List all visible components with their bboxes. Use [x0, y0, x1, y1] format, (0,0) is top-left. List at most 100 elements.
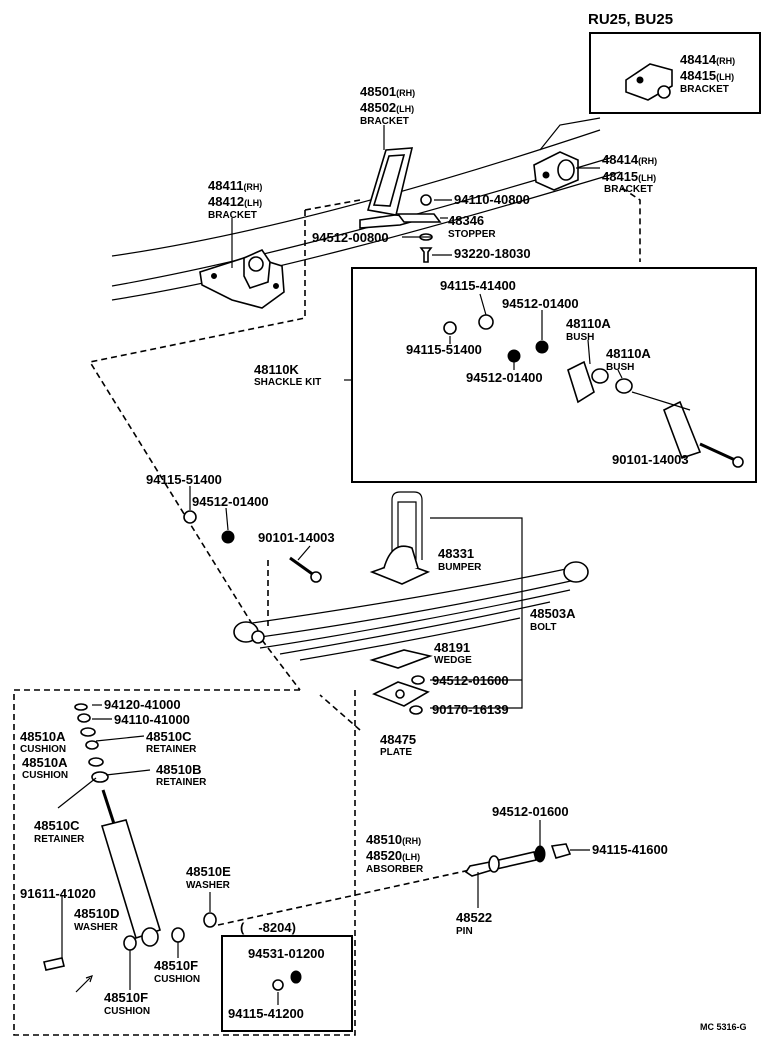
inset-washer-drawing: [290, 970, 302, 984]
svg-text:BUMPER: BUMPER: [438, 562, 482, 573]
label-washer-94512-00800: 94512-00800: [312, 230, 389, 245]
svg-text:48510D: 48510D: [74, 906, 120, 921]
svg-text:48414(RH): 48414(RH): [602, 152, 657, 167]
svg-text:48415(LH): 48415(LH): [680, 68, 734, 83]
label-washer-e: 48510E WASHER: [186, 864, 231, 891]
label-sa-nut-94120: 94120-41000: [104, 697, 181, 712]
svg-text:48503A: 48503A: [530, 606, 576, 621]
label-bracket-front: 48411(RH) 48412(LH) BRACKET: [208, 178, 262, 221]
svg-text:48412(LH): 48412(LH): [208, 194, 262, 209]
label-absorber: 48510(RH) 48520(LH) ABSORBER: [366, 832, 424, 875]
label-nut-94115-51400: 94115-51400: [146, 472, 222, 487]
label-retainer-c1: 48510C RETAINER: [146, 729, 197, 755]
svg-text:48510C: 48510C: [34, 818, 80, 833]
svg-text:SHACKLE KIT: SHACKLE KIT: [254, 377, 321, 388]
svg-text:48522: 48522: [456, 910, 492, 925]
label-kit-bolt: 90101-14003: [612, 452, 689, 467]
label-bumper: 48331 BUMPER: [438, 546, 482, 573]
washer-94512-01400-drawing: [221, 530, 235, 544]
label-u-bolt: 48503A BOLT: [530, 606, 576, 633]
svg-text:48331: 48331: [438, 546, 474, 561]
svg-text:WASHER: WASHER: [186, 880, 231, 891]
svg-text:48346: 48346: [448, 213, 484, 228]
absorber-group-frame: [13, 689, 300, 1036]
bumper-drawing: [369, 545, 431, 585]
label-cushion-f2: 48510F CUSHION: [104, 990, 150, 1017]
label-inset-nut: 94115-41200: [228, 1006, 304, 1021]
label-wedge: 48191 WEDGE: [434, 640, 472, 666]
label-plate: 48475 PLATE: [380, 732, 416, 758]
model-note: RU25, BU25: [588, 11, 673, 28]
svg-text:48510A: 48510A: [20, 729, 66, 744]
label-bracket-rear: 48414(RH) 48415(LH) BRACKET: [602, 152, 657, 195]
svg-text:RETAINER: RETAINER: [156, 777, 207, 788]
label-kit-washer-b: 94512-01400: [466, 370, 543, 385]
label-inset-washer: 94531-01200: [248, 946, 325, 961]
svg-text:48110A: 48110A: [606, 346, 651, 361]
svg-text:BRACKET: BRACKET: [680, 84, 729, 95]
svg-text:BRACKET: BRACKET: [208, 210, 257, 221]
svg-text:48510B: 48510B: [156, 762, 202, 777]
label-bolt-91611: 91611-41020: [20, 886, 96, 901]
label-bolt-90101-14003: 90101-14003: [258, 530, 335, 545]
label-bush-1: 48110A BUSH: [566, 316, 611, 343]
nut-94115-51400-drawing: [183, 510, 197, 524]
nut-94110-40800-drawing: [420, 194, 432, 206]
svg-text:ABSORBER: ABSORBER: [366, 864, 424, 875]
rear-bracket-drawing: [533, 151, 579, 191]
front-bracket-drawing: [199, 248, 285, 309]
svg-text:48520(LH): 48520(LH): [366, 848, 420, 863]
catalog-code: MC 5316-G: [700, 1022, 747, 1032]
svg-text:BRACKET: BRACKET: [604, 184, 653, 195]
inset-range: (-8204): [240, 920, 296, 935]
svg-text:48110A: 48110A: [566, 316, 611, 331]
label-pin-nut: 94115-41600: [592, 842, 668, 857]
shackle-kit-frame: [351, 267, 757, 483]
inset-bracket-drawing: [625, 63, 673, 101]
inset-frame-8204: [221, 935, 353, 1032]
svg-text:WEDGE: WEDGE: [434, 655, 472, 666]
label-retainer-c2: 48510C RETAINER: [34, 818, 85, 845]
label-pin-washer: 94512-01600: [492, 804, 569, 819]
stopper-drawing: [396, 213, 442, 223]
svg-text:STOPPER: STOPPER: [448, 229, 496, 240]
svg-text:48110K: 48110K: [254, 362, 299, 377]
label-screw-93220-18030: 93220-18030: [454, 246, 531, 261]
svg-text:BOLT: BOLT: [530, 622, 556, 633]
label-cushion-f1: 48510F CUSHION: [154, 958, 200, 985]
u-bolt-drawing: [391, 491, 423, 560]
svg-text:BUSH: BUSH: [566, 332, 594, 343]
svg-text:PIN: PIN: [456, 926, 473, 937]
svg-text:48510C: 48510C: [146, 729, 192, 744]
svg-text:48510F: 48510F: [104, 990, 148, 1005]
svg-text:CUSHION: CUSHION: [20, 744, 66, 755]
svg-text:CUSHION: CUSHION: [22, 770, 68, 781]
inset-nut-drawing: [272, 979, 284, 991]
svg-text:48510F: 48510F: [154, 958, 198, 973]
shock-absorber-drawing: [100, 789, 161, 947]
svg-text:48510E: 48510E: [186, 864, 231, 879]
label-sa-nut-94110: 94110-41000: [114, 712, 190, 727]
pin-drawing: [464, 843, 572, 877]
label-cushion-a1: 48510A CUSHION: [20, 729, 66, 755]
svg-text:48510A: 48510A: [22, 755, 68, 770]
svg-text:BRACKET: BRACKET: [360, 116, 409, 127]
shackle-kit-drawing: [443, 314, 744, 468]
assembly-guide-front: [88, 210, 306, 641]
label-bracket-inset: 48414(RH) 48415(LH) BRACKET: [680, 52, 735, 95]
label-washer-d: 48510D WASHER: [74, 906, 120, 933]
svg-text:RETAINER: RETAINER: [146, 744, 197, 755]
svg-text:48415(LH): 48415(LH): [602, 169, 656, 184]
label-bracket-top: 48501(RH) 48502(LH) BRACKET: [360, 84, 415, 127]
inset-frame-ru25: [589, 32, 761, 114]
svg-text:CUSHION: CUSHION: [104, 1006, 150, 1017]
svg-text:WASHER: WASHER: [74, 922, 119, 933]
label-kit-nut-a: 94115-41400: [440, 278, 516, 293]
label-nut-94110-40800: 94110-40800: [454, 192, 530, 207]
label-retainer-b: 48510B RETAINER: [156, 762, 207, 788]
leaf-spring-drawing: [233, 561, 589, 661]
label-bush-2: 48110A BUSH: [606, 346, 651, 373]
svg-text:48475: 48475: [380, 732, 416, 747]
label-washer-94512-01600-b: 94512-01600: [432, 673, 509, 688]
